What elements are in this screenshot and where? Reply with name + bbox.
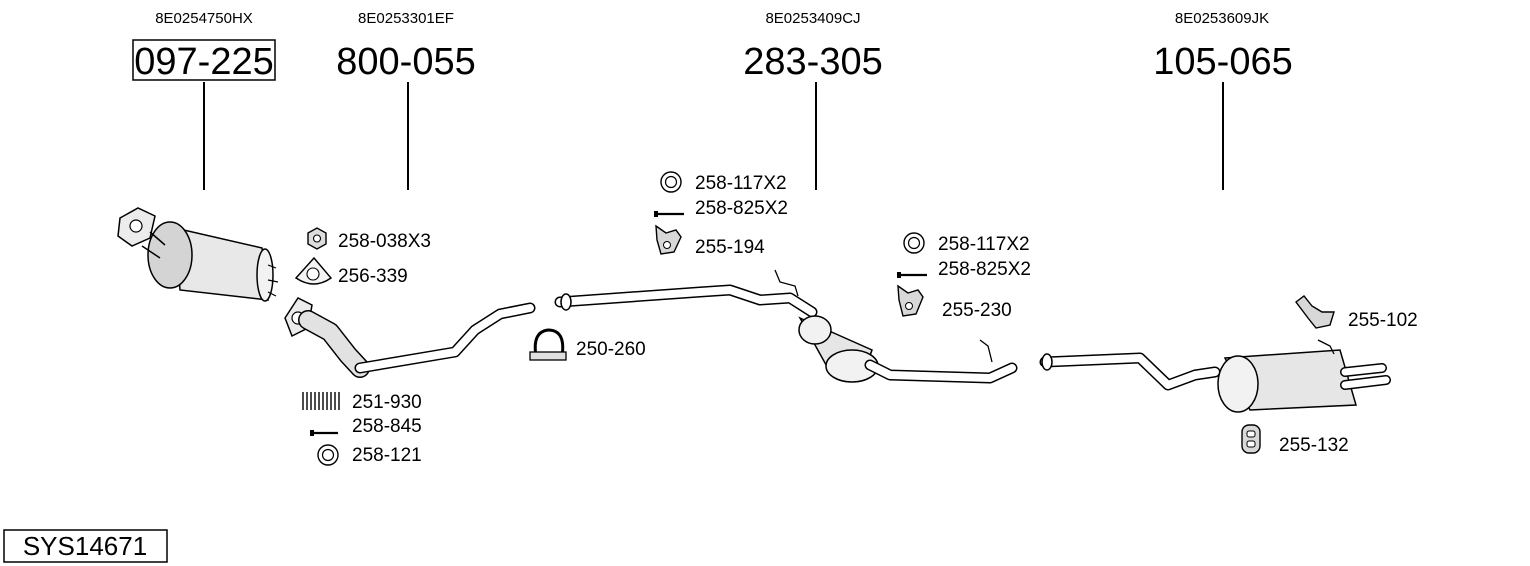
flange-hole (129, 219, 143, 233)
part-number-box (132, 39, 276, 81)
part-number: 283-305 (743, 41, 882, 83)
silencer-front-cap (798, 315, 832, 345)
rear-silencer-front-cap (1217, 355, 1259, 413)
sensor-ports (267, 264, 279, 297)
system-code-box (3, 529, 168, 563)
catalyst-outlet-end (256, 248, 274, 302)
accessory-number: 258-121 (352, 445, 422, 466)
main-part-097-225[interactable]: 8E0254750HX 097-225 (132, 10, 276, 190)
accessory-250-260[interactable]: 250-260 (529, 328, 646, 361)
tail-pipe-tube (866, 361, 1016, 382)
main-part-283-305[interactable]: 8E0253409CJ 283-305 (743, 10, 883, 190)
oe-number: 8E0253409CJ (765, 10, 860, 27)
accessory-258-117X2-a[interactable]: 258-117X2 (660, 171, 787, 194)
rubber-ring-icon (1241, 424, 1261, 454)
accessory-258-845[interactable]: 258-845 (310, 416, 422, 437)
accessory-258-117X2-b[interactable]: 258-117X2 (903, 232, 1030, 255)
front-pipe-tube (356, 304, 534, 372)
accessory-number: 250-260 (576, 339, 646, 360)
rear-pipe-tube (1041, 354, 1219, 389)
accessory-number: 258-825X2 (695, 198, 788, 219)
oe-number: 8E0254750HX (155, 10, 253, 27)
pipe-inlet (560, 293, 572, 311)
pipe-inlet (1041, 353, 1053, 371)
accessory-number: 258-038X3 (338, 231, 431, 252)
middle-pipe-tube (556, 286, 816, 316)
clamp-icon (533, 328, 565, 357)
main-part-800-055[interactable]: 8E0253301EF 800-055 (336, 10, 476, 190)
rubber-mount-icon (897, 284, 924, 317)
catalyst-inlet-end (147, 221, 193, 289)
rear-silencer-drawing[interactable] (1039, 339, 1391, 413)
accessory-255-194[interactable]: 255-194 (655, 224, 765, 258)
accessory-256-339[interactable]: 256-339 (294, 256, 408, 287)
part-number: 097-225 (134, 41, 273, 83)
accessory-number: 255-230 (942, 300, 1012, 321)
bracket-icon (1295, 295, 1335, 329)
accessory-number: 255-132 (1279, 435, 1349, 456)
middle-silencer-drawing[interactable] (554, 269, 1018, 384)
twin-tail-tubes (1341, 364, 1390, 389)
oe-number: 8E0253301EF (358, 10, 454, 27)
accessory-number: 251-930 (352, 392, 422, 413)
main-part-105-065[interactable]: 8E0253609JK 105-065 (1153, 10, 1293, 190)
accessory-number: 258-845 (352, 416, 422, 437)
accessory-255-132[interactable]: 255-132 (1241, 424, 1349, 456)
accessory-number: 255-102 (1348, 310, 1418, 331)
flex-section (299, 311, 369, 377)
hanger-rod (1317, 339, 1335, 355)
part-number: 105-065 (1153, 41, 1292, 83)
accessory-number: 258-117X2 (695, 173, 787, 194)
accessory-258-121[interactable]: 258-121 (317, 444, 422, 466)
front-pipe-drawing[interactable] (284, 297, 536, 378)
accessory-number: 255-194 (695, 237, 765, 258)
spring-icon (302, 392, 340, 410)
accessory-255-230[interactable]: 255-230 (897, 284, 1012, 321)
system-code-label: SYS14671 (3, 529, 168, 563)
catalyst-neck (141, 231, 166, 259)
accessory-258-825X2-b[interactable]: 258-825X2 (897, 259, 1031, 280)
part-number: 800-055 (336, 41, 475, 83)
system-code: SYS14671 (23, 531, 147, 561)
accessory-258-825X2-a[interactable]: 258-825X2 (654, 198, 788, 219)
accessory-255-102[interactable]: 255-102 (1295, 295, 1418, 331)
accessory-258-038X3[interactable]: 258-038X3 (307, 227, 431, 252)
rubber-mount-icon (655, 224, 682, 255)
hanger-rods (774, 269, 993, 363)
accessory-number: 258-117X2 (938, 234, 1030, 255)
oe-number: 8E0253609JK (1175, 10, 1269, 27)
accessory-number: 256-339 (338, 266, 408, 287)
accessory-number: 258-825X2 (938, 259, 1031, 280)
catalyst-drawing[interactable] (117, 207, 279, 302)
accessory-251-930[interactable]: 251-930 (302, 392, 422, 413)
